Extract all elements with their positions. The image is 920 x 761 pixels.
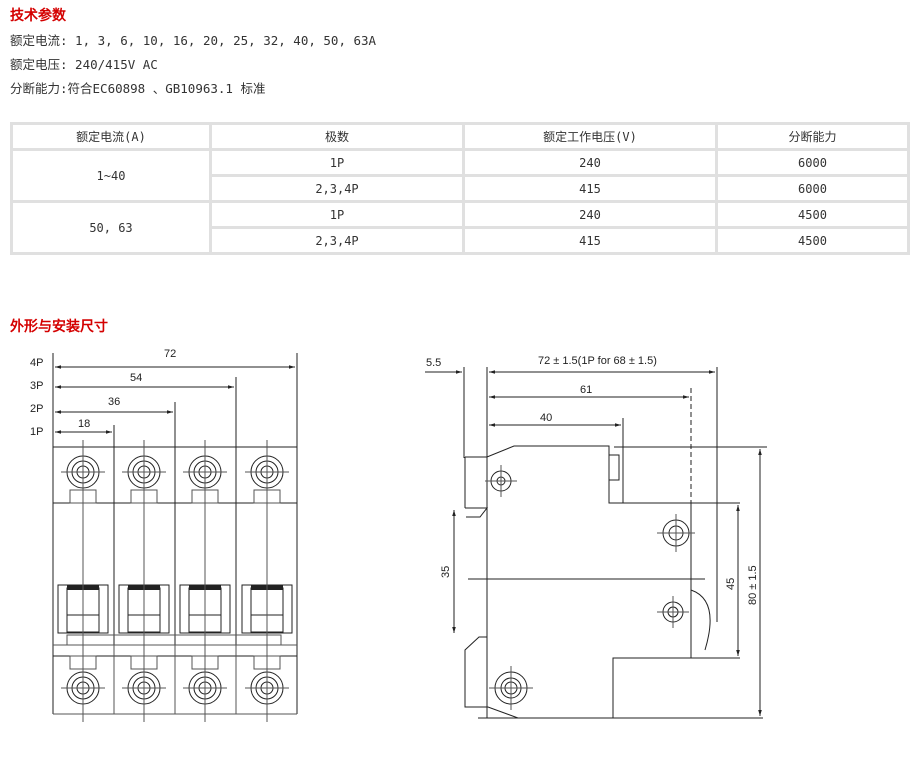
width-18: 18 — [78, 418, 90, 430]
label-2p: 2P — [30, 403, 43, 415]
label-3p: 3P — [30, 380, 43, 392]
voltage-cell: 415 — [462, 226, 718, 255]
dim-45: 45 — [725, 578, 737, 590]
toggle-handle-icon — [241, 440, 293, 722]
poles-cell: 2,3,4P — [209, 174, 465, 203]
dimensions-title: 外形与安装尺寸 — [10, 319, 108, 335]
header-cell: 额定工作电压(V) — [462, 122, 718, 151]
capacity-cell: 6000 — [715, 148, 910, 177]
front-view: 4P 3P 2P 1P 72 54 36 18 — [30, 348, 298, 722]
capacity-cell: 4500 — [715, 200, 910, 229]
dim-overall: 72 ± 1.5(1P for 68 ± 1.5) — [538, 355, 657, 367]
dim-40: 40 — [540, 412, 552, 424]
label-1p: 1P — [30, 426, 43, 438]
poles-cell: 1P — [209, 148, 465, 177]
toggle-handle-icon — [118, 440, 170, 722]
dim-5-5: 5.5 — [426, 357, 441, 369]
table-row: 50, 63 1P 240 4500 — [10, 200, 910, 255]
voltage-cell: 415 — [462, 174, 718, 203]
table-row: 1~40 1P 240 6000 — [10, 148, 910, 203]
toggle-handle-icon — [179, 440, 231, 722]
current-cell: 1~40 — [10, 148, 212, 203]
terminal-screw-icon — [489, 666, 533, 710]
terminal-screw-icon — [657, 514, 695, 552]
width-54: 54 — [130, 372, 142, 384]
spec-title: 技术参数 — [10, 8, 66, 24]
rated-voltage: 额定电压: 240/415V AC — [10, 57, 158, 72]
header-cell: 额定电流(A) — [10, 122, 212, 151]
dim-61: 61 — [580, 384, 592, 396]
side-view: 5.5 72 ± 1.5(1P for 68 ± 1.5) 61 40 35 4… — [425, 355, 767, 719]
table-row: 2,3,4P 415 6000 — [12, 174, 910, 203]
table-header-row: 额定电流(A) 极数 额定工作电压(V) 分断能力 — [10, 122, 910, 151]
width-72: 72 — [164, 348, 176, 360]
poles-cell: 1P — [209, 200, 465, 229]
capacity-cell: 4500 — [715, 226, 910, 255]
dim-35: 35 — [440, 566, 452, 578]
spec-table: 额定电流(A) 极数 额定工作电压(V) 分断能力 1~40 1P 240 60… — [10, 122, 910, 255]
voltage-cell: 240 — [462, 200, 718, 229]
label-4p: 4P — [30, 357, 43, 369]
header-cell: 分断能力 — [715, 122, 910, 151]
mounting-hole-icon — [485, 465, 517, 497]
header-cell: 极数 — [209, 122, 465, 151]
poles-cell: 2,3,4P — [209, 226, 465, 255]
width-36: 36 — [108, 396, 120, 408]
terminal-screw-icon — [657, 596, 689, 628]
dim-height: 80 ± 1.5 — [747, 565, 759, 605]
current-cell: 50, 63 — [10, 200, 212, 255]
rated-current: 额定电流: 1, 3, 6, 10, 16, 20, 25, 32, 40, 5… — [10, 33, 377, 48]
table-row: 2,3,4P 415 4500 — [12, 226, 910, 255]
breaking-capacity: 分断能力:符合EC60898 、GB10963.1 标准 — [10, 81, 266, 96]
toggle-handle-icon — [57, 440, 109, 722]
voltage-cell: 240 — [462, 148, 718, 177]
capacity-cell: 6000 — [715, 174, 910, 203]
